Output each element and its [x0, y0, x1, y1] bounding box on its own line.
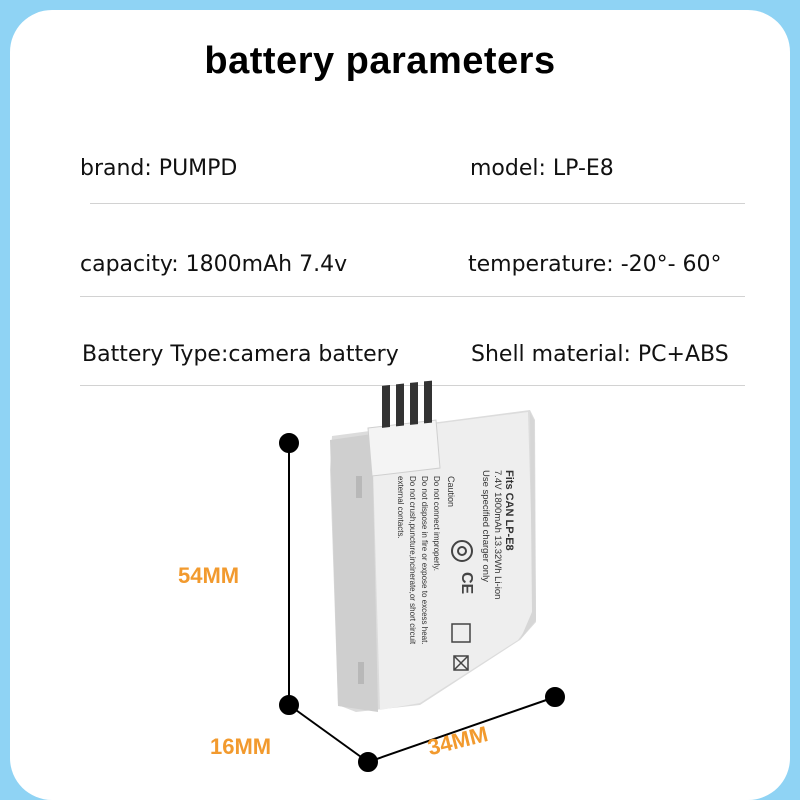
battery-label-warning-4: external contacts.: [396, 476, 405, 539]
divider-1: [90, 203, 745, 204]
battery-body: [330, 410, 536, 712]
spec-shell-material: Shell material: PC+ABS: [471, 342, 729, 367]
ce-mark-icon: CE: [458, 572, 475, 595]
page-title: battery parameters: [204, 40, 556, 82]
battery-label-rating: 7.4V 1800mAh 13.32Wh Li-ion: [492, 470, 503, 600]
battery-contacts: [367, 380, 441, 477]
dimension-depth-label: 16MM: [210, 734, 272, 759]
battery-label-warning-1: Do not connect improperly.: [432, 476, 441, 572]
divider-2: [80, 296, 745, 297]
battery-label-caution: Caution: [446, 476, 456, 508]
safety-mark-icon: [451, 623, 471, 643]
spec-capacity: capacity: 1800mAh 7.4v: [80, 252, 348, 277]
battery-label-charger: Use specified charger only: [480, 470, 491, 582]
dimension-lines: [279, 433, 565, 772]
battery-label-fits: Fits CAN LP-E8: [503, 470, 515, 551]
spec-model: model: LP-E8: [470, 156, 614, 181]
battery-label-warning-3: Do not crush,puncture,incinerate,or shor…: [408, 476, 417, 645]
weee-bin-mark-icon: [453, 655, 469, 671]
battery-label-warning-2: Do not dispose in fire or expose to exce…: [420, 476, 429, 645]
spec-brand: brand: PUMPD: [80, 156, 238, 181]
dimension-height-label: 54MM: [178, 563, 240, 588]
spec-battery-type: Battery Type:camera battery: [82, 342, 399, 367]
spec-temperature: temperature: -20°- 60°: [468, 252, 722, 277]
svg-text:CE: CE: [458, 572, 475, 595]
recycle-mark-icon: [451, 540, 473, 562]
